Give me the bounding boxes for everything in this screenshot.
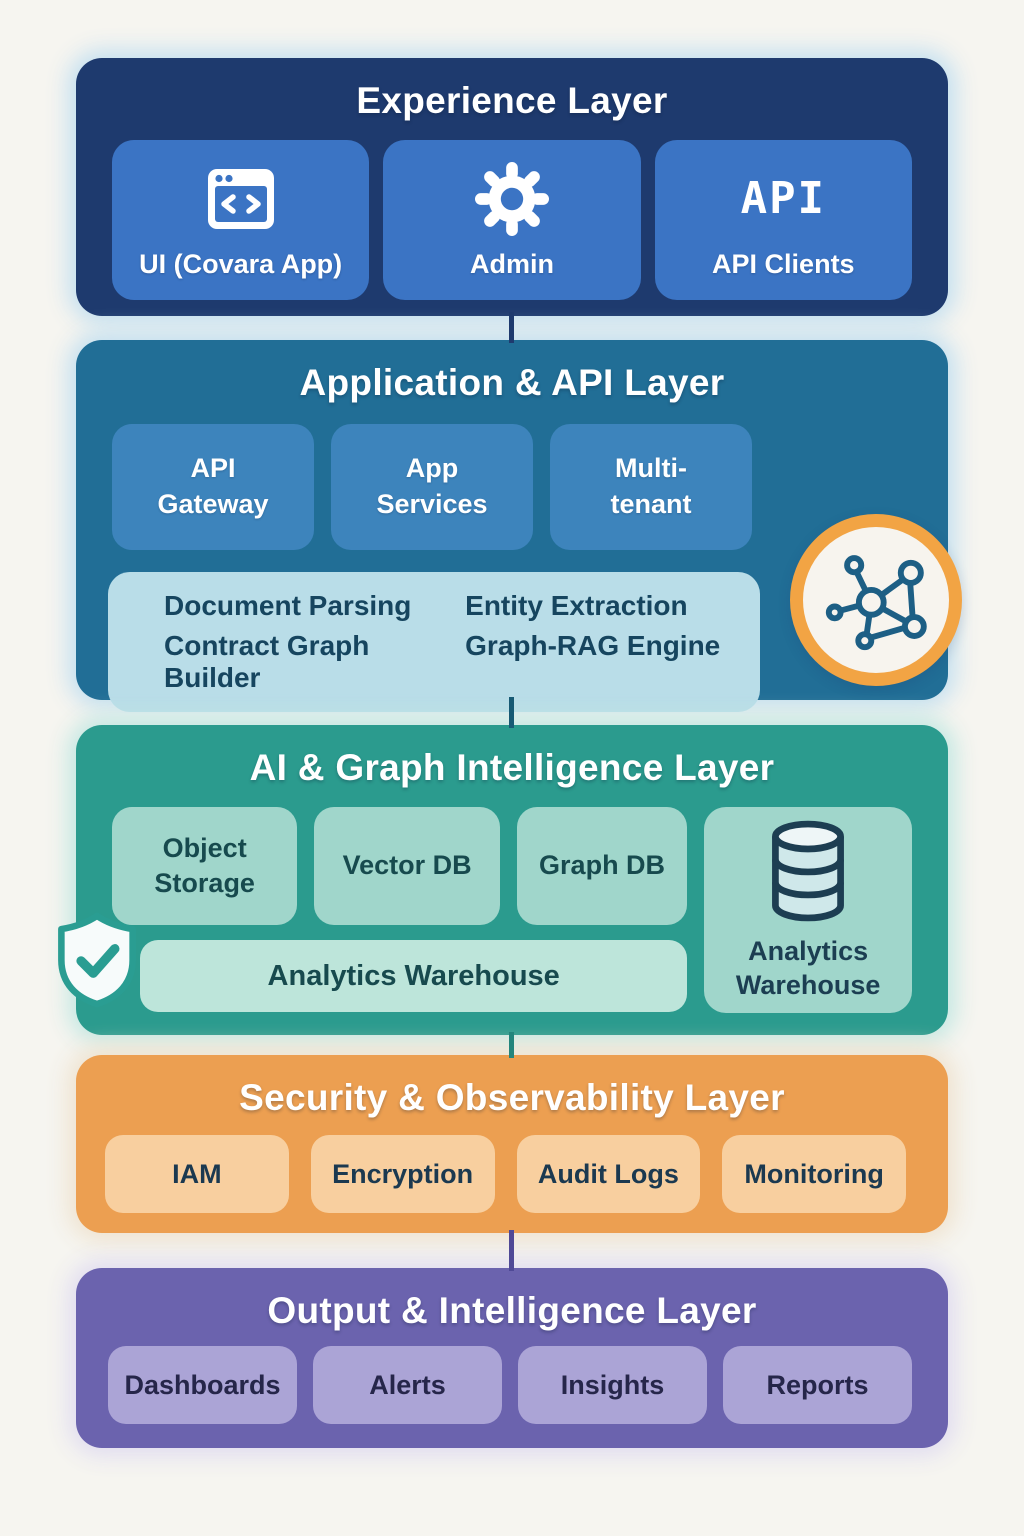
ai-graph-layer-title: AI & Graph Intelligence Layer (249, 747, 775, 788)
card-reports: Reports (723, 1346, 912, 1424)
card-api-clients: API API Clients (654, 140, 912, 300)
card-monitoring: Monitoring (722, 1135, 906, 1213)
side-card-label: Analytics Warehouse (735, 936, 881, 1000)
security-layer-title: Security & Observability Layer (239, 1077, 785, 1118)
gear-icon (474, 161, 549, 237)
card-app-services: App Services (331, 424, 533, 550)
output-cards-row: Dashboards Alerts Insights Reports (108, 1346, 912, 1424)
experience-cards-row: UI (Covara App) (112, 140, 912, 300)
connector-application-ai (509, 697, 514, 728)
experience-layer-panel: Experience Layer UI (Covara App) (76, 58, 948, 316)
network-graph-badge (790, 514, 962, 686)
network-graph-icon (817, 541, 935, 659)
service-item: Graph-RAG Engine (465, 630, 721, 661)
application-api-layer-title: Application & API Layer (299, 362, 725, 403)
service-item: Entity Extraction (465, 590, 688, 621)
card-alerts: Alerts (313, 1346, 502, 1424)
ai-layer-grid: Object Storage Vector DB Graph DB Analyt… (112, 807, 912, 1013)
browser-code-icon (207, 161, 274, 237)
connector-ai-security (509, 1032, 514, 1058)
connector-security-output (509, 1230, 514, 1271)
card-object-storage: Object Storage (112, 807, 298, 925)
card-graph-db: Graph DB (516, 807, 688, 925)
card-label: UI (Covara App) (139, 248, 343, 279)
card-audit-logs: Audit Logs (516, 1135, 701, 1213)
experience-layer-title: Experience Layer (356, 80, 668, 121)
card-dashboards: Dashboards (108, 1346, 297, 1424)
service-item: Contract Graph Builder (164, 630, 370, 693)
card-iam: IAM (105, 1135, 289, 1213)
card-label: API Clients (712, 248, 855, 279)
output-layer-title: Output & Intelligence Layer (267, 1290, 757, 1331)
card-multi-tenant: Multi-tenant (550, 424, 752, 550)
database-icon (762, 817, 854, 925)
card-admin: Admin (383, 140, 641, 300)
card-encryption: Encryption (310, 1135, 495, 1213)
application-api-layer-panel: Application & API Layer API Gateway App … (76, 340, 962, 712)
ai-graph-intelligence-layer-panel: AI & Graph Intelligence Layer Object Sto… (58, 725, 948, 1035)
security-cards-row: IAM Encryption Audit Logs Monitoring (105, 1135, 906, 1213)
application-cards-row: API Gateway App Services Multi-tenant (112, 424, 752, 550)
application-services-strip: Document Parsing Entity Extraction Contr… (108, 572, 760, 712)
connector-experience-application (509, 312, 514, 343)
card-insights: Insights (518, 1346, 707, 1424)
card-analytics-warehouse-side: Analytics Warehouse (704, 807, 912, 1013)
card-api-gateway: API Gateway (112, 424, 314, 550)
output-intelligence-layer-panel: Output & Intelligence Layer Dashboards A… (76, 1268, 948, 1448)
card-ui-covara-app: UI (Covara App) (112, 140, 370, 300)
card-label: Admin (469, 248, 554, 279)
card-vector-db: Vector DB (314, 807, 500, 925)
api-text-icon: API (740, 173, 827, 224)
analytics-warehouse-bar: Analytics Warehouse (140, 940, 688, 1012)
security-observability-layer-panel: Security & Observability Layer IAM Encry… (76, 1055, 948, 1233)
shield-check-icon (52, 911, 142, 1009)
service-item: Document Parsing (164, 590, 412, 621)
